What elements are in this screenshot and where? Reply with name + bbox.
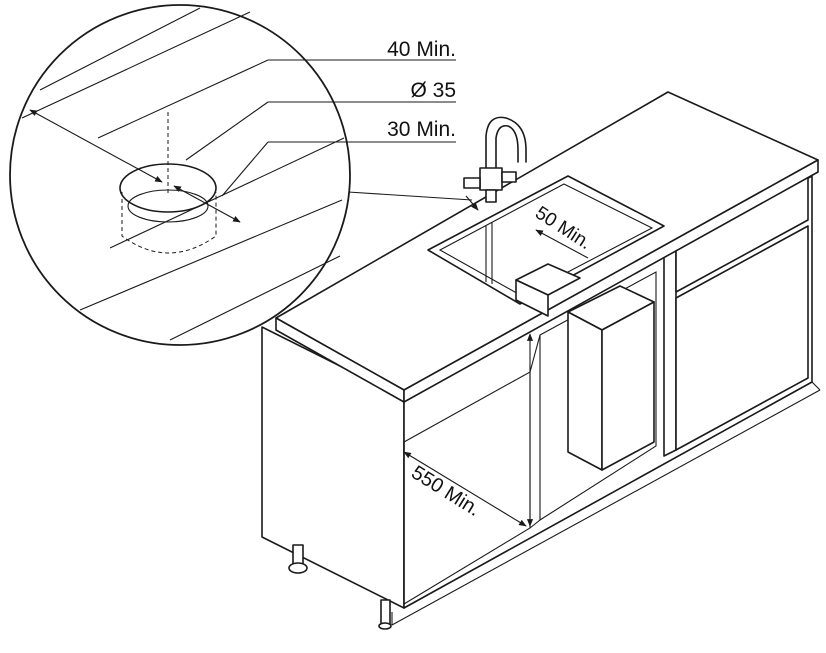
cabinet-divider <box>663 244 677 457</box>
tap-body <box>479 167 503 191</box>
countertop-edge-front <box>403 159 819 403</box>
leader-35 <box>185 101 269 161</box>
label-30-min: 30 Min. <box>387 118 456 141</box>
tap-handle-right <box>501 171 517 183</box>
tap <box>463 116 527 203</box>
leg-left <box>292 544 304 566</box>
sink-rim <box>427 175 665 305</box>
label-diameter-35: Ø 35 <box>410 79 456 102</box>
filter-unit <box>515 263 655 471</box>
tap-base <box>485 189 497 203</box>
leader-30 <box>221 141 269 197</box>
cabinet-legs <box>288 544 392 630</box>
label-40-min: 40 Min. <box>387 38 456 61</box>
tap-spout <box>485 116 527 171</box>
filter-unit-front <box>601 301 655 471</box>
sink-basin <box>438 183 654 297</box>
leader-40 <box>97 59 269 139</box>
tap-handle-left <box>463 177 481 189</box>
leg-front <box>380 599 391 625</box>
filter-unit-side <box>567 311 603 471</box>
drawer-bottom <box>675 225 809 451</box>
zoom-leader-line <box>347 191 473 201</box>
zoom-detail <box>9 4 456 346</box>
countertop <box>275 91 819 403</box>
zoom-circle <box>9 4 351 346</box>
